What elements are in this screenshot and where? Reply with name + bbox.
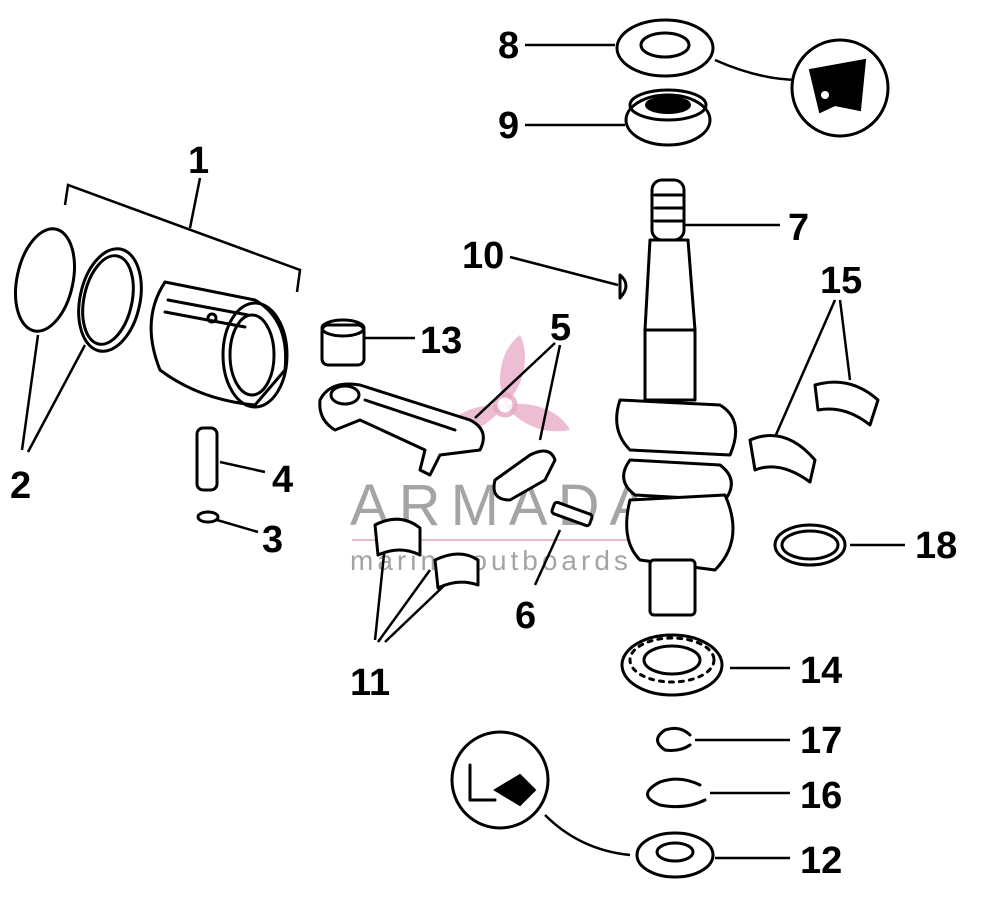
- piston: [149, 280, 289, 409]
- callout-8: 8: [498, 25, 519, 67]
- pin-retainer-clip: [196, 510, 220, 524]
- callout-1: 1: [188, 140, 209, 182]
- inset-bottom: [450, 730, 550, 830]
- bearing-9: [624, 88, 712, 147]
- callout-17: 17: [800, 720, 842, 762]
- seal-8: [615, 18, 715, 78]
- callout-10: 10: [462, 235, 504, 277]
- callout-3: 3: [262, 519, 283, 561]
- callout-2: 2: [10, 465, 31, 507]
- seal-12: [635, 831, 715, 879]
- ball-bearing-14: [620, 633, 724, 697]
- connecting-rod: [318, 382, 485, 477]
- piston-pin: [195, 426, 219, 492]
- callout-9: 9: [498, 105, 519, 147]
- callout-14: 14: [800, 650, 842, 692]
- callout-11: 11: [350, 662, 390, 704]
- callout-15: 15: [820, 260, 862, 302]
- piston-rings: [14, 227, 143, 353]
- needle-bearing-small: [320, 318, 366, 367]
- rod-bolt: [550, 500, 594, 528]
- key-10: [618, 273, 628, 300]
- callout-labels: 1 2 3 4 5 6 7 8 9 10 11 12 13 14 15 16 1…: [10, 25, 957, 882]
- crankshaft: [615, 178, 738, 617]
- callout-13: 13: [420, 320, 462, 362]
- main-bearing-halves-15: [748, 380, 880, 484]
- callout-6: 6: [515, 595, 536, 637]
- inset-top: [790, 38, 890, 138]
- retaining-ring-17: [656, 726, 692, 752]
- callout-5: 5: [550, 307, 571, 349]
- callout-4: 4: [272, 459, 293, 501]
- callout-18: 18: [915, 525, 957, 567]
- callout-12: 12: [800, 840, 842, 882]
- retaining-ring-16: [646, 777, 707, 809]
- rod-cap: [492, 449, 557, 502]
- leader-lines: [20, 43, 905, 860]
- watermark: ARMADA marine outboards: [350, 335, 648, 576]
- bearing-halves-11: [373, 517, 480, 590]
- ring-18: [773, 523, 847, 567]
- callout-16: 16: [800, 775, 842, 817]
- callout-7: 7: [788, 207, 809, 249]
